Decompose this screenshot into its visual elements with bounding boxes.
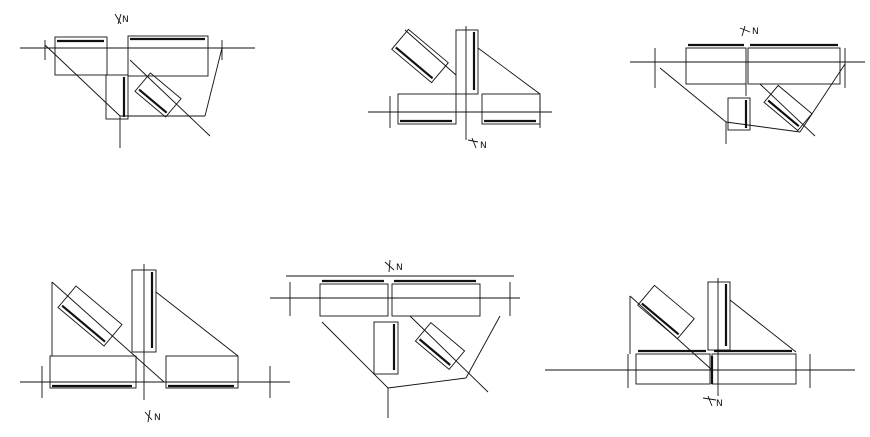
detail-3: N <box>630 25 865 144</box>
north-arrow-label: N <box>716 399 723 409</box>
detail-4: N <box>20 264 290 423</box>
detail-1: N <box>20 13 255 148</box>
north-arrow-label: N <box>396 263 403 273</box>
north-arrow-label: N <box>480 141 487 151</box>
detail-6: N <box>545 278 855 409</box>
north-arrow-label: N <box>752 27 759 37</box>
north-arrow-label: N <box>154 413 161 423</box>
detail-2: N <box>368 26 552 151</box>
north-arrow-label: N <box>122 15 129 25</box>
detail-5: N <box>270 259 520 418</box>
